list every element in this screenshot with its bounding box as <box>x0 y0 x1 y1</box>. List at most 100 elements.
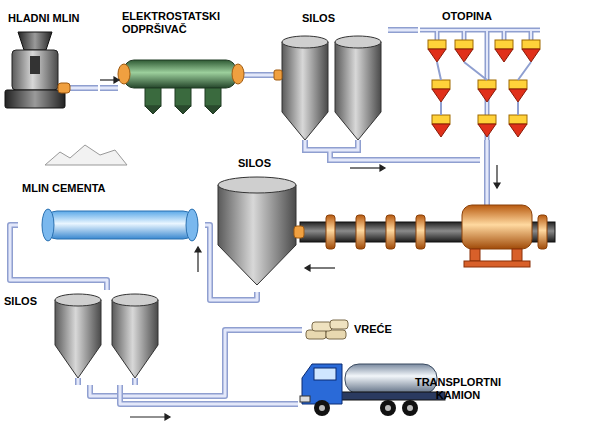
cyclone-preheater-illustration <box>432 115 450 124</box>
tanker-truck-illustration <box>314 368 336 380</box>
silo-pair-illustration <box>282 36 328 48</box>
material-pipe <box>120 385 298 404</box>
flow-arrow <box>130 416 165 417</box>
cyclone-preheater-illustration <box>509 80 527 89</box>
tanker-truck-illustration <box>340 392 445 400</box>
precipitator-illustration <box>175 88 191 106</box>
clinker-silo-illustration <box>218 185 296 285</box>
cement-silo-illustration <box>55 300 101 378</box>
silo-pair-illustration <box>282 42 328 140</box>
cyclone-preheater-illustration <box>428 40 446 49</box>
raw-mill-node: HLADNI MLIN <box>4 8 100 110</box>
cyclone-preheater-illustration <box>428 40 540 137</box>
material-pipe <box>388 30 418 31</box>
tanker-truck-illustration <box>300 364 445 416</box>
raw-mill-illustration <box>5 90 65 108</box>
tanker-truck-illustration <box>380 400 396 416</box>
tanker-truck-illustration <box>300 396 310 402</box>
cement-bags-illustration <box>306 320 348 339</box>
tanker-truck-illustration <box>385 405 391 411</box>
rotary-kiln-illustration <box>326 215 335 249</box>
flow-arrow <box>165 414 170 420</box>
equipment-label: SILOS <box>4 295 50 308</box>
raw-mill-illustration <box>5 32 70 108</box>
pipe-outline <box>388 27 418 33</box>
cyclone-preheater-illustration <box>455 49 473 62</box>
precipitator-illustration <box>145 106 221 114</box>
rotary-kiln-illustration <box>470 249 480 261</box>
cement-silo-illustration <box>112 300 158 378</box>
cyclone-preheater-illustration <box>495 49 513 62</box>
clinker-silo-illustration <box>218 177 296 193</box>
flow-arrow <box>350 167 380 168</box>
cyclone-preheater-illustration <box>509 89 527 102</box>
precipitator-node: ELEKTROSTATSKI ODPRŠIVAČ <box>118 8 244 120</box>
flow-arrow <box>310 267 335 268</box>
tanker-truck-illustration <box>314 400 330 416</box>
equipment-label: VREĆE <box>354 323 400 336</box>
cyclone-preheater-illustration <box>522 49 540 62</box>
precipitator-illustration <box>124 60 236 88</box>
silo-node: SILOS <box>212 155 302 292</box>
pipe-outline <box>120 385 298 404</box>
cement-bags-illustration <box>312 322 332 331</box>
rotary-kiln-illustration <box>538 215 547 249</box>
cement-mill-illustration <box>45 211 195 239</box>
equipment-label: OTOPINA <box>442 10 512 23</box>
equipment-label: MLIN CEMENTA <box>22 182 122 195</box>
cyclone-preheater-illustration <box>428 49 446 62</box>
equipment-label: HLADNI MLIN <box>8 12 98 25</box>
precipitator-illustration <box>118 64 130 84</box>
silo-node: SILOS <box>276 8 388 152</box>
pipe-core <box>388 29 418 32</box>
cyclone-preheater-illustration <box>432 80 450 89</box>
cement-mill-illustration <box>45 145 127 165</box>
tanker-truck-illustration <box>407 405 413 411</box>
cement-silo-illustration <box>55 294 101 306</box>
rotary-kiln-illustration <box>416 215 425 249</box>
preheater-node: OTOPINA <box>418 8 545 140</box>
feed-pipe <box>420 30 540 140</box>
raw-mill-illustration <box>12 50 58 90</box>
equipment-label: ELEKTROSTATSKI ODPRŠIVAČ <box>122 10 234 36</box>
clinker-silo-illustration <box>218 177 304 285</box>
raw-mill-illustration <box>30 56 40 74</box>
cyclone-preheater-illustration <box>509 115 527 124</box>
cyclone-preheater-illustration <box>478 89 496 102</box>
tanker-truck-illustration <box>319 405 325 411</box>
rotary-kiln-illustration <box>462 205 532 249</box>
flow-arrow <box>197 252 198 272</box>
flow-arrow <box>114 77 119 83</box>
flow-arrow <box>305 265 310 271</box>
flow-arrow <box>100 79 114 80</box>
precipitator-illustration <box>232 64 244 84</box>
flow-arrow <box>100 77 500 420</box>
rotary-kiln-illustration <box>300 205 555 267</box>
raw-mill-illustration <box>18 32 52 50</box>
precipitator-illustration <box>118 60 244 114</box>
pipe-core <box>120 385 298 404</box>
feed-pipe <box>305 140 480 160</box>
rotary-kiln-illustration <box>464 261 530 267</box>
silo-pair-illustration <box>274 36 381 140</box>
silo-pair-illustration <box>335 42 381 140</box>
equipment-label: SILOS <box>302 12 352 25</box>
clinker-silo-illustration <box>294 226 304 238</box>
cyclone-preheater-illustration <box>478 115 496 124</box>
equipment-label: SILOS <box>238 157 288 170</box>
flow-arrow <box>494 183 500 188</box>
cyclone-preheater-illustration <box>522 40 540 49</box>
cement-silo-illustration <box>55 294 158 378</box>
feed-pipe <box>420 30 540 140</box>
cement-mill-node: MLIN CEMENTA <box>18 178 205 242</box>
truck-node: TRANSPLORTNI KAMION <box>298 352 507 424</box>
pipe-outline <box>100 85 118 91</box>
tanker-truck-illustration <box>402 400 418 416</box>
cyclone-preheater-illustration <box>478 80 496 89</box>
material-pipe <box>100 88 118 89</box>
silo-pair-illustration <box>335 36 381 48</box>
bags-node: VREĆE <box>302 314 402 345</box>
cement-bags-illustration <box>330 320 348 329</box>
